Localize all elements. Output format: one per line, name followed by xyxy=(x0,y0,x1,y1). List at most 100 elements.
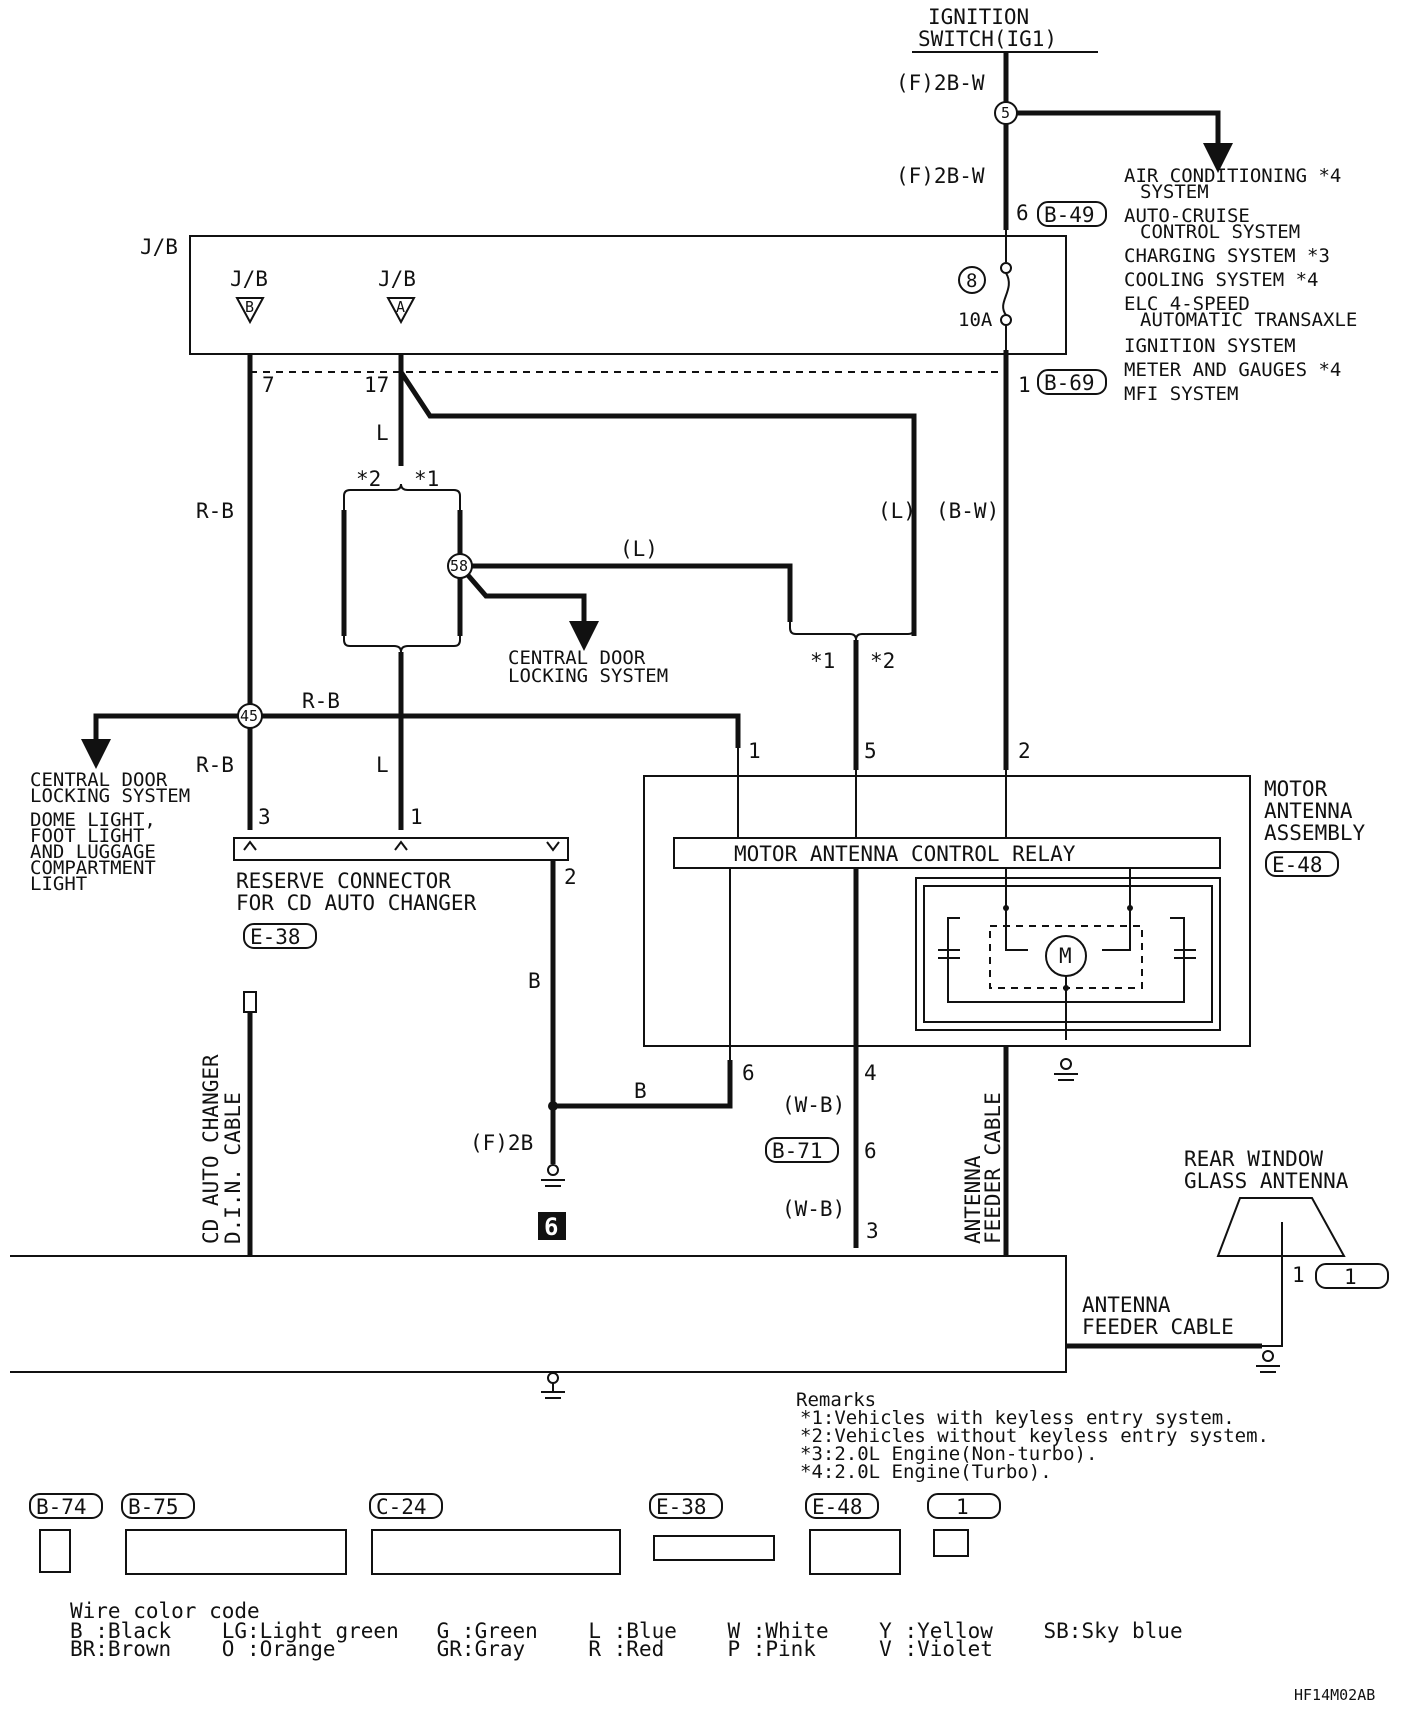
star-left-a: *2 xyxy=(356,467,381,491)
junction-58-label: 58 xyxy=(450,557,468,575)
system-item: METER AND GAUGES *4 xyxy=(1124,359,1341,381)
fuse-rating: 10A xyxy=(958,309,993,331)
central-door-2: LOCKING SYSTEM xyxy=(508,665,668,687)
fuse-number: 8 xyxy=(966,270,977,292)
diagram-code: HF14M02AB xyxy=(1294,1686,1375,1704)
wire-l-to-relay xyxy=(398,370,917,636)
left-system-item: LIGHT xyxy=(30,873,87,895)
connector-icon xyxy=(933,1529,969,1557)
cd-cable-2: D.I.N. CABLE xyxy=(221,1092,245,1244)
system-item: COOLING SYSTEM *4 xyxy=(1124,269,1318,291)
junction-block xyxy=(189,235,1067,355)
ground-6-label: 6 xyxy=(544,1213,558,1241)
reserve-title-2: FOR CD AUTO CHANGER xyxy=(236,891,477,915)
pin-b49: 6 xyxy=(1016,201,1029,225)
wire-f2b: (F)2B xyxy=(470,1131,533,1155)
pin-7: 7 xyxy=(262,373,275,397)
reserve-title-1: RESERVE CONNECTOR xyxy=(236,869,451,893)
right-systems-list: AIR CONDITIONING *4 SYSTEM AUTO-CRUISE C… xyxy=(1124,165,1357,405)
motor-ground-icon xyxy=(1054,1058,1078,1081)
wire-rb-1: R-B xyxy=(196,499,234,523)
control-relay-label: MOTOR ANTENNA CONTROL RELAY xyxy=(734,842,1076,866)
reserve-pin1: 1 xyxy=(410,805,423,829)
conn-b49: B-49 xyxy=(1044,203,1095,227)
legend-row: B :Black LG:Light green G :Green L :Blue… xyxy=(70,1619,1183,1643)
conn-b69-box xyxy=(1037,369,1107,395)
system-item: CHARGING SYSTEM *3 xyxy=(1124,245,1330,267)
central-door-1: CENTRAL DOOR xyxy=(508,647,646,669)
connector-icon xyxy=(39,1529,71,1573)
fuse-number-circle xyxy=(958,266,986,294)
wire-to-central-door xyxy=(458,564,599,651)
wire-b-1: B xyxy=(528,969,541,993)
motor-inner-box xyxy=(915,877,1221,1031)
connector-icon xyxy=(653,1535,775,1561)
wire-branch-systems xyxy=(1006,110,1233,173)
conn-e38: E-38 xyxy=(250,925,301,949)
wire-l-2: L xyxy=(376,753,389,777)
conn-b49-box xyxy=(1037,201,1107,227)
star-mid-a: *1 xyxy=(810,649,835,673)
junction-58 xyxy=(447,553,473,579)
antenna-ground-icon xyxy=(1256,1350,1280,1373)
left-system-item: COMPARTMENT xyxy=(30,857,156,879)
ignition-title-1: IGNITION xyxy=(928,5,1029,29)
wire-wb-1: (W-B) xyxy=(782,1093,845,1117)
wire-l-paren-branch xyxy=(460,563,793,622)
feeder-vertical-2: FEEDER CABLE xyxy=(981,1092,1005,1244)
rear-antenna-pin: 1 xyxy=(1292,1263,1305,1287)
feeder-horizontal-2: FEEDER CABLE xyxy=(1082,1315,1234,1339)
connector-icon xyxy=(809,1529,901,1575)
ground-point-6 xyxy=(538,1212,566,1240)
radio-unit-box xyxy=(10,1255,1067,1373)
conn-1: 1 xyxy=(1344,1265,1357,1289)
system-item: ELC 4-SPEED xyxy=(1124,293,1250,315)
left-systems-list: CENTRAL DOOR LOCKING SYSTEM DOME LIGHT, … xyxy=(30,769,190,895)
left-system-item: LOCKING SYSTEM xyxy=(30,785,190,807)
connector-icon xyxy=(371,1529,621,1575)
motor-title-1: MOTOR xyxy=(1264,777,1328,801)
reserve-pin3: 3 xyxy=(258,805,271,829)
legend-row: BR:Brown O :Orange GR:Gray R :Red P :Pin… xyxy=(70,1637,993,1661)
jb-b-triangle xyxy=(235,297,265,325)
brace-top xyxy=(343,483,461,510)
conn-b71-box xyxy=(765,1137,839,1163)
star-mid-b: *2 xyxy=(870,649,895,673)
wire-l-paren-1: (L) xyxy=(878,499,916,523)
connector-name: E-48 xyxy=(812,1495,863,1519)
jb-a-letter: A xyxy=(396,298,405,316)
conn-e48-box xyxy=(1265,851,1339,877)
pin-b69: 1 xyxy=(1018,373,1031,397)
conn-b71: B-71 xyxy=(772,1139,823,1163)
conn-e48: E-48 xyxy=(1272,853,1323,877)
pin-3: 3 xyxy=(866,1219,879,1243)
ground-icon xyxy=(541,1164,565,1187)
wire-l-1: L xyxy=(376,421,389,445)
ignition-title-2: SWITCH(IG1) xyxy=(918,27,1057,51)
system-item: IGNITION SYSTEM xyxy=(1124,335,1296,357)
din-plug-icon xyxy=(243,991,257,1013)
rear-antenna-icon xyxy=(1216,1197,1346,1257)
reserve-pin2: 2 xyxy=(564,865,577,889)
motor-pin5: 5 xyxy=(864,739,877,763)
remark-item: *2:Vehicles without keyless entry system… xyxy=(800,1425,1269,1447)
connector-name: C-24 xyxy=(376,1495,427,1519)
jb-b-label: J/B xyxy=(230,267,268,291)
connector-name: B-75 xyxy=(128,1495,179,1519)
connector-name: B-74 xyxy=(36,1495,87,1519)
conn-e38-box xyxy=(243,923,317,949)
wire-label-top2: (F)2B-W xyxy=(896,164,985,188)
radio-ground-icon xyxy=(541,1372,565,1399)
system-item: AIR CONDITIONING *4 xyxy=(1124,165,1341,187)
wire-rb-branch-left xyxy=(81,713,250,769)
reserve-connector xyxy=(233,837,569,861)
remark-item: *3:2.0L Engine(Non-turbo). xyxy=(800,1443,1097,1465)
left-system-item: AND LUGGAGE xyxy=(30,841,156,863)
motor-pin1: 1 xyxy=(748,739,761,763)
fuse-icon xyxy=(1002,272,1010,316)
connector-legend: B-74 B-75 C-24 E-38 E-48 1 xyxy=(29,1493,1001,1575)
system-item: AUTO-CRUISE xyxy=(1124,205,1250,227)
remark-item: *1:Vehicles with keyless entry system. xyxy=(800,1407,1235,1429)
jb-a-triangle xyxy=(386,297,416,325)
